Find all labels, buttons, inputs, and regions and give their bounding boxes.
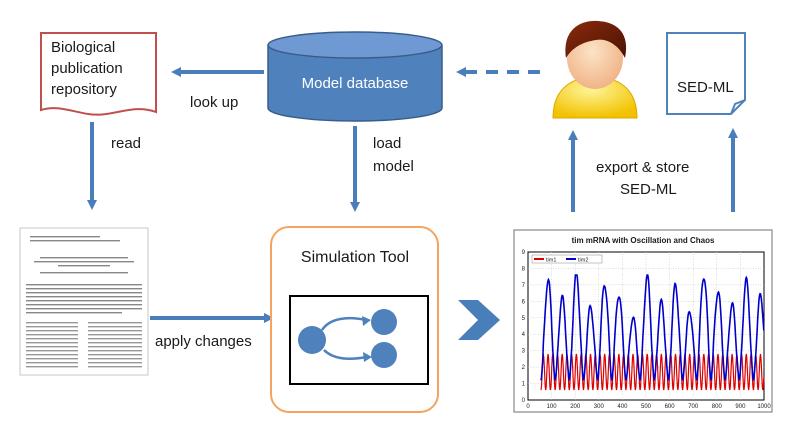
- chart-title: tim mRNA with Oscillation and Chaos: [572, 236, 715, 245]
- x-tick-label: 500: [641, 404, 652, 410]
- paper-line: [40, 272, 128, 274]
- publication-repository-node: Biological publication repository: [40, 32, 157, 116]
- repository-label-line3: repository: [51, 81, 117, 98]
- y-tick-label: 2: [522, 365, 526, 371]
- y-tick-label: 0: [522, 398, 526, 404]
- paper-line: [26, 296, 142, 298]
- x-axis-ticks: 0 100 200 300 400 500 600 700 800 900 1000: [526, 404, 771, 410]
- state-diagram-icon: [298, 309, 397, 368]
- x-tick-label: 400: [617, 404, 628, 410]
- paper-line: [30, 240, 120, 242]
- paper-line: [88, 350, 142, 352]
- y-tick-label: 8: [522, 266, 526, 272]
- y-tick-label: 1: [522, 382, 526, 388]
- x-tick-label: 100: [547, 404, 558, 410]
- sedml-label: SED-ML: [677, 79, 734, 96]
- legend-label-tim2: tim2: [578, 258, 588, 264]
- x-tick-label: 800: [712, 404, 723, 410]
- paper-text-lines: [26, 236, 142, 368]
- paper-line: [34, 261, 134, 263]
- y-tick-label: 4: [522, 332, 526, 338]
- paper-line: [26, 334, 78, 336]
- paper-line: [88, 334, 142, 336]
- paper-line: [26, 342, 78, 344]
- legend-label-tim1: tim1: [546, 258, 556, 264]
- paper-line: [30, 236, 100, 238]
- paper-thumbnail: [19, 227, 149, 376]
- paper-line: [26, 358, 78, 360]
- paper-line: [26, 288, 142, 290]
- repository-label-line2: publication: [51, 60, 123, 77]
- paper-line: [58, 265, 110, 267]
- y-tick-label: 9: [522, 250, 526, 256]
- paper-line: [26, 338, 78, 340]
- paper-line: [88, 346, 142, 348]
- paper-line: [26, 322, 78, 324]
- paper-line: [26, 292, 142, 294]
- x-tick-label: 0: [526, 404, 530, 410]
- paper-line: [88, 366, 142, 368]
- paper-line: [26, 300, 142, 302]
- paper-line: [26, 362, 78, 364]
- paper-line: [26, 330, 78, 332]
- y-tick-label: 6: [522, 299, 526, 305]
- model-database-node: Model database: [267, 31, 443, 122]
- paper-line: [88, 358, 142, 360]
- y-axis-ticks: 0 1 2 3 4 5 6 7 8 9: [522, 250, 526, 404]
- paper-line: [88, 326, 142, 328]
- x-tick-label: 200: [570, 404, 581, 410]
- paper-line: [26, 350, 78, 352]
- load-label-line1: load: [373, 135, 401, 152]
- y-tick-label: 7: [522, 283, 526, 289]
- repository-label-line1: Biological: [51, 39, 115, 56]
- document-icon: [40, 32, 157, 116]
- paper-line: [26, 284, 142, 286]
- read-label: read: [111, 135, 141, 152]
- paper-line: [26, 346, 78, 348]
- x-tick-label: 1000: [757, 404, 771, 410]
- y-tick-label: 5: [522, 316, 526, 322]
- paper-line: [26, 308, 142, 310]
- x-tick-label: 600: [665, 404, 676, 410]
- simulation-tool-label: Simulation Tool: [301, 249, 409, 266]
- paper-line: [26, 354, 78, 356]
- paper-line: [26, 366, 78, 368]
- paper-line: [26, 304, 142, 306]
- file-icon: [666, 32, 746, 115]
- load-label-line2: model: [373, 158, 414, 175]
- simulation-result-chart: tim mRNA with Oscillation and Chaos 0 1 2 3…: [513, 229, 773, 413]
- x-tick-label: 700: [688, 404, 699, 410]
- sedml-file-node: SED-ML: [666, 32, 746, 115]
- chart-legend: tim1 tim2: [531, 254, 603, 264]
- series-line-tim2: [540, 274, 765, 381]
- paper-line: [40, 257, 128, 259]
- paper-line: [88, 362, 142, 364]
- database-label: Model database: [302, 75, 409, 92]
- y-tick-label: 3: [522, 349, 526, 355]
- paper-line: [88, 322, 142, 324]
- x-tick-label: 900: [735, 404, 746, 410]
- export-label-line2: SED-ML: [620, 181, 677, 198]
- export-label-line1: export & store: [596, 159, 689, 176]
- x-tick-label: 300: [594, 404, 605, 410]
- look-up-label: look up: [190, 94, 238, 111]
- paper-line: [88, 354, 142, 356]
- paper-line: [88, 338, 142, 340]
- paper-line: [88, 342, 142, 344]
- paper-line: [26, 312, 122, 314]
- database-icon: [267, 31, 443, 122]
- chevron-right-icon: [458, 300, 500, 340]
- simulation-tool-node: Simulation Tool: [270, 226, 439, 413]
- apply-changes-label: apply changes: [155, 333, 252, 350]
- paper-line: [88, 330, 142, 332]
- user-icon: [552, 20, 638, 119]
- paper-line: [26, 326, 78, 328]
